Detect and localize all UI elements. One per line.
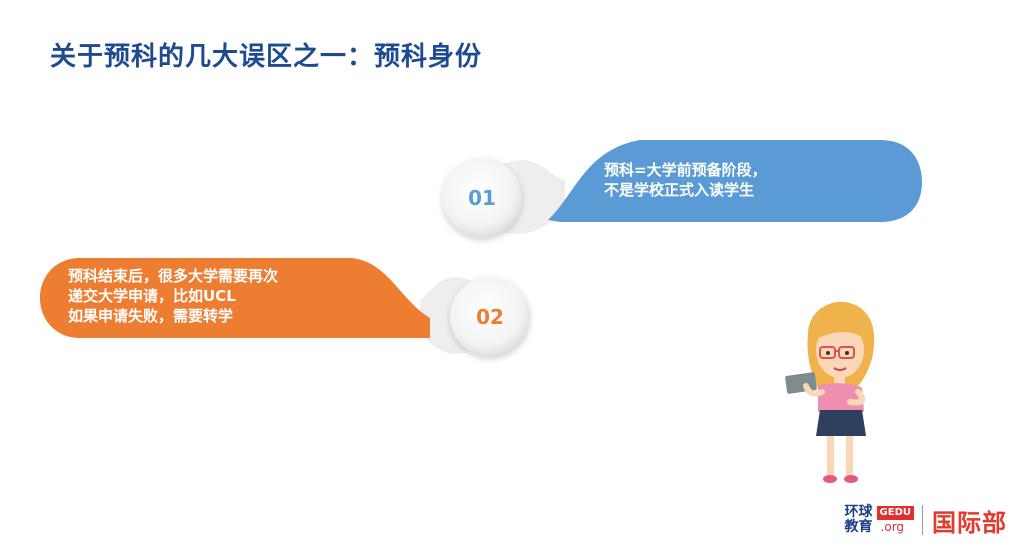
logo-chinese: 环球 教育 <box>845 505 875 535</box>
item-02-text: 预科结束后，很多大学需要再次 递交大学申请，比如UCL 如果申请失败，需要转学 <box>68 266 278 326</box>
item-01-circle <box>442 158 522 238</box>
logo-cn-line-2: 教育 <box>844 519 873 535</box>
logo-divider <box>922 505 923 535</box>
logo-gedu-block: GEDU .org <box>876 506 914 534</box>
gedu-logo: 环球 教育 GEDU .org 国际部 <box>845 500 1007 540</box>
item-01-bubble <box>548 140 922 222</box>
girl-illustration <box>785 301 875 483</box>
logo-gedu-text: GEDU <box>876 506 914 520</box>
item-02-bubble <box>40 258 430 338</box>
logo-department: 国际部 <box>932 508 1007 537</box>
item-01-line-1: 预科=大学前预备阶段， <box>604 161 767 179</box>
item-02-line-3: 如果申请失败，需要转学 <box>68 307 234 325</box>
page-title: 关于预科的几大误区之一：预科身份 <box>50 42 483 72</box>
item-02-circle <box>450 277 530 357</box>
item-02-number: 02 <box>476 305 504 329</box>
item-01-text: 预科=大学前预备阶段， 不是学校正式入读学生 <box>604 160 767 200</box>
item-01-line-2: 不是学校正式入读学生 <box>604 181 755 199</box>
item-01-number: 01 <box>468 186 496 210</box>
item-02-line-1: 预科结束后，很多大学需要再次 <box>68 267 279 285</box>
item-02 <box>40 258 530 357</box>
logo-org-text: .org <box>880 520 905 534</box>
item-02-line-2: 递交大学申请，比如UCL <box>68 287 236 305</box>
logo-cn-line-1: 环球 <box>844 504 873 520</box>
item-01 <box>442 140 922 238</box>
